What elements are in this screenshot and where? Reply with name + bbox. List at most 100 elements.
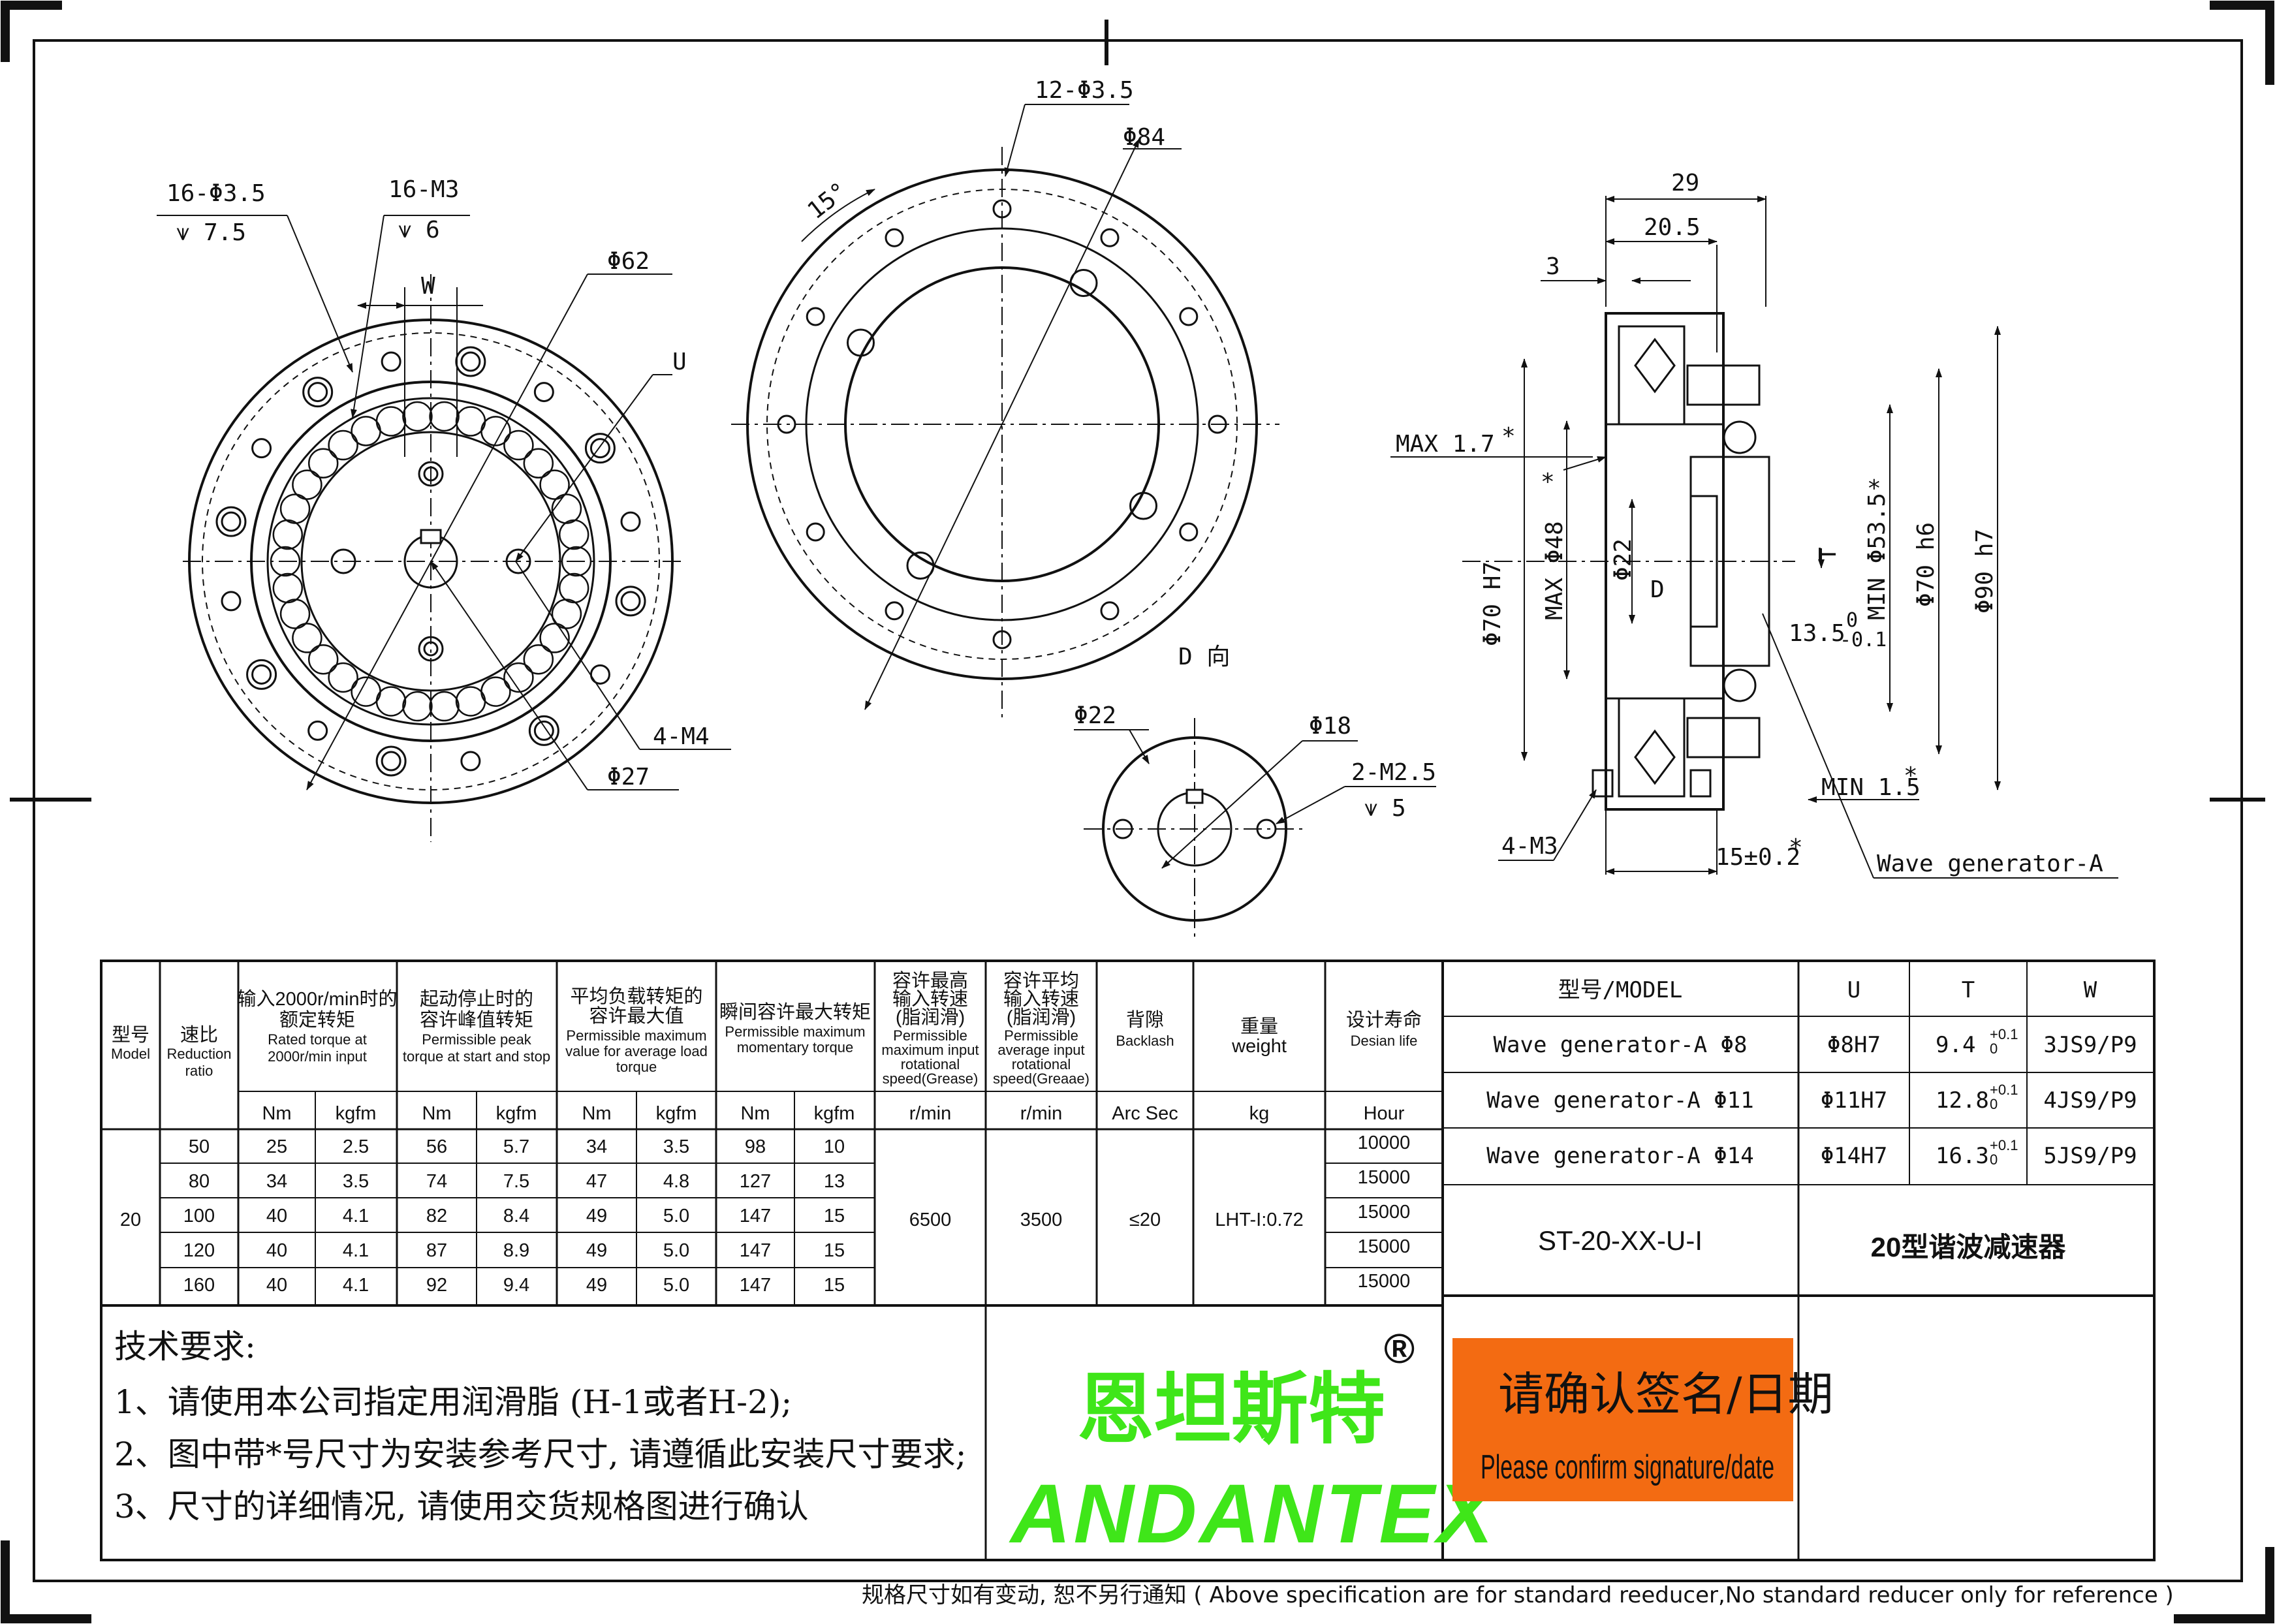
- bolt-hole: [460, 351, 481, 372]
- t-tol-down: 0: [1990, 1040, 1998, 1057]
- small-view-labels: Φ22 Φ18 2-M2.5 ⩛ 5: [1074, 702, 1436, 822]
- unit-cell: kgfm: [814, 1103, 855, 1124]
- svg-text:2000r/min input: 2000r/min input: [268, 1048, 367, 1065]
- svg-text:Φ22: Φ22: [1074, 702, 1116, 729]
- model-table: 型号/MODEL U T W: [1558, 977, 2097, 1003]
- svg-text:MAX 1.7: MAX 1.7: [1396, 431, 1495, 458]
- table-cell: 50: [189, 1136, 210, 1157]
- bearing-ball: [307, 644, 339, 675]
- bearing-ball: [307, 448, 339, 479]
- bolt-hole: [381, 351, 401, 372]
- t-cell: 16.3: [1936, 1143, 1989, 1169]
- table-cell: 15: [824, 1206, 845, 1226]
- svg-text:D 向: D 向: [1178, 644, 1230, 670]
- svg-text:Please confirm signature/date: Please confirm signature/date: [1481, 1448, 1774, 1486]
- table-cell: 160: [183, 1275, 215, 1296]
- bolt-hole: [589, 664, 610, 685]
- t-tol-up: +0.1: [1990, 1026, 2018, 1042]
- model-table-footer: ST-20-XX-U-I 20型谐波减速器: [1538, 1225, 2066, 1262]
- svg-text:*: *: [1789, 834, 1803, 861]
- svg-text:3500: 3500: [1020, 1210, 1063, 1230]
- table-cell: 80: [189, 1171, 210, 1192]
- table-cell: 4.8: [663, 1171, 689, 1192]
- svg-text:Permissible maximum: Permissible maximum: [725, 1023, 865, 1040]
- table-cell: 34: [586, 1136, 607, 1157]
- flange-hole: [992, 630, 1012, 649]
- unit-cell: Nm: [740, 1103, 770, 1124]
- svg-text:Φ70 h6: Φ70 h6: [1913, 522, 1939, 607]
- table-cell: 3.5: [663, 1136, 689, 1157]
- svg-text:MAX Φ48: MAX Φ48: [1541, 521, 1568, 620]
- svg-text:U: U: [672, 349, 687, 375]
- svg-text:*: *: [1867, 475, 1881, 502]
- svg-text:W: W: [421, 273, 435, 300]
- svg-text:技术要求:: 技术要求:: [114, 1328, 256, 1366]
- svg-text:Rated torque at: Rated torque at: [268, 1031, 367, 1048]
- unit-cell: Arc Sec: [1112, 1103, 1178, 1124]
- section-view: [1462, 312, 1795, 811]
- table-cell: 25: [266, 1136, 287, 1157]
- life-cell: 15000: [1358, 1167, 1411, 1188]
- svg-text:-0.1: -0.1: [1840, 629, 1887, 651]
- svg-text:4-M3: 4-M3: [1501, 833, 1558, 860]
- bolt-hole: [221, 591, 242, 612]
- svg-text:起动停止时的: 起动停止时的: [420, 988, 533, 1010]
- unit-cell: Hour: [1364, 1103, 1405, 1124]
- left-view: [183, 274, 685, 842]
- flange-hole: [1100, 601, 1120, 621]
- svg-text:⩛ 6: ⩛ 6: [398, 217, 440, 243]
- bolt-hole: [251, 438, 272, 459]
- w-cell: 3JS9/P9: [2043, 1032, 2137, 1058]
- table-cell: 47: [586, 1171, 607, 1192]
- svg-text:设计寿命: 设计寿命: [1346, 1009, 1422, 1031]
- table-cell: 49: [586, 1206, 607, 1226]
- left-view-dims: [157, 215, 731, 790]
- table-cell: 147: [740, 1240, 771, 1261]
- counterbore: [302, 377, 334, 408]
- svg-text:*: *: [1501, 423, 1516, 450]
- unit-cell: kg: [1249, 1103, 1270, 1124]
- svg-text:输入转速: 输入转速: [892, 988, 968, 1010]
- svg-text:容许最大值: 容许最大值: [589, 1005, 683, 1027]
- bearing-ball: [375, 406, 407, 437]
- svg-text:29: 29: [1671, 170, 1699, 196]
- bearing-ball: [328, 429, 358, 461]
- counterbore: [246, 659, 277, 690]
- bearing-ball: [539, 623, 570, 653]
- table-cell: 9.4: [503, 1275, 529, 1296]
- table-cell: 5.0: [663, 1206, 689, 1226]
- spec-table-merged: 20 6500 3500 ≤20 LHT-I:0.72: [120, 1210, 1304, 1230]
- svg-text:4-M4: 4-M4: [653, 723, 710, 750]
- bearing-ball: [503, 429, 534, 461]
- svg-text:MIN 1.5: MIN 1.5: [1821, 774, 1921, 801]
- svg-text:Permissible peak: Permissible peak: [422, 1031, 532, 1048]
- model-name: Wave generator-A Φ8: [1494, 1032, 1748, 1058]
- svg-text:15°: 15°: [803, 178, 853, 225]
- unit-cell: kgfm: [496, 1103, 537, 1124]
- svg-text:U: U: [1847, 977, 1860, 1003]
- bearing-ball: [270, 546, 301, 577]
- svg-text:⩛ 7.5: ⩛ 7.5: [176, 219, 246, 246]
- svg-text:请确认签名/日期: 请确认签名/日期: [1498, 1367, 1834, 1421]
- mount-hole: [846, 328, 875, 357]
- life-cell: 15000: [1358, 1271, 1411, 1292]
- u-cell: Φ11H7: [1821, 1087, 1887, 1114]
- unit-cell: Nm: [422, 1103, 451, 1124]
- bolt-hole: [533, 382, 554, 403]
- svg-text:16-M3: 16-M3: [388, 176, 459, 203]
- svg-text:ratio: ratio: [185, 1063, 213, 1079]
- bearing-ball: [539, 469, 570, 500]
- svg-text:rotational: rotational: [1012, 1056, 1071, 1072]
- flange-hole: [777, 414, 796, 434]
- table-cell: 92: [426, 1275, 447, 1296]
- svg-text:Φ18: Φ18: [1309, 713, 1351, 740]
- table-cell: 10: [824, 1136, 845, 1157]
- bearing-ball: [292, 623, 322, 653]
- w-cell: 4JS9/P9: [2043, 1087, 2137, 1114]
- bearing-ball: [402, 691, 433, 722]
- svg-text:2-M2.5: 2-M2.5: [1351, 759, 1436, 786]
- bolt-hole: [533, 720, 554, 741]
